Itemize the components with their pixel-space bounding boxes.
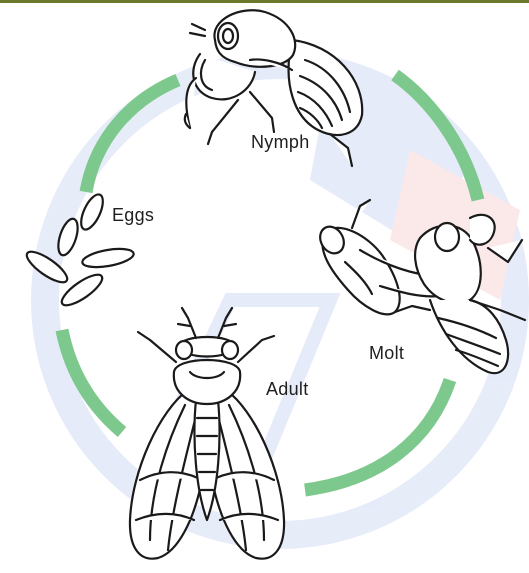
stage-label-adult: Adult: [266, 379, 309, 400]
stage-label-nymph: Nymph: [251, 132, 310, 153]
stage-label-eggs: Eggs: [112, 205, 154, 226]
stage-label-molt: Molt: [369, 343, 404, 364]
adult-illustration: [130, 308, 284, 559]
